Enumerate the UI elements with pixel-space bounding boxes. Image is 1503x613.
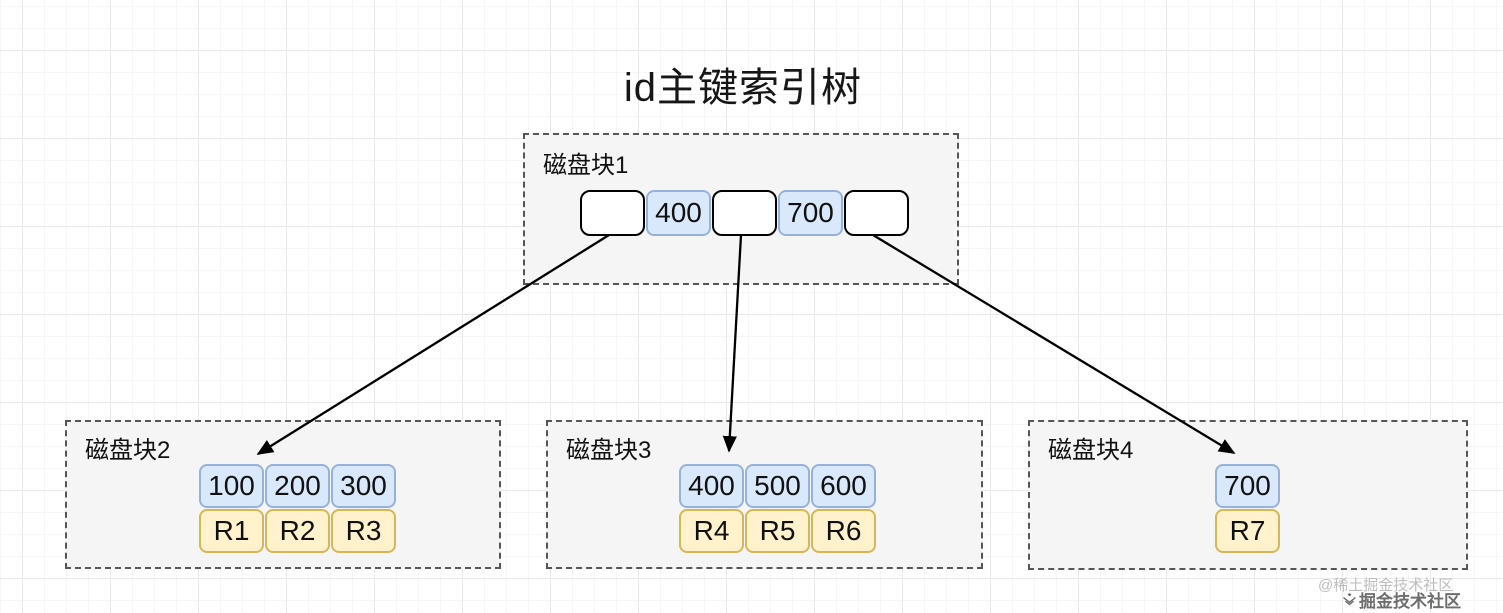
key-cell: 300 xyxy=(331,464,396,508)
disk-block-4-label: 磁盘块4 xyxy=(1048,437,1134,464)
record-cell: R2 xyxy=(265,509,330,553)
root-cells-row: 400 700 xyxy=(580,190,909,236)
pointer-cell xyxy=(712,190,777,236)
record-cell: R7 xyxy=(1215,509,1280,553)
keys-row: 700 xyxy=(1215,464,1280,508)
disk-block-1-label: 磁盘块1 xyxy=(543,152,629,179)
watermark-logo-line: 掘金技术社区 xyxy=(1342,587,1461,612)
disk-block-1: 磁盘块1 400 700 xyxy=(523,133,959,285)
disk-block-2-label: 磁盘块2 xyxy=(85,437,171,464)
watermark-logo-text: 掘金技术社区 xyxy=(1359,592,1461,611)
watermark-text: @稀土掘金技术社区 xyxy=(1318,577,1454,594)
record-cell: R3 xyxy=(331,509,396,553)
pointer-cell xyxy=(844,190,909,236)
disk-block-4: 磁盘块4 700 R7 xyxy=(1028,420,1468,570)
disk-block-4-cells: 700 R7 xyxy=(1215,464,1280,553)
record-cell: R4 xyxy=(679,509,744,553)
record-cell: R6 xyxy=(811,509,876,553)
key-cell: 100 xyxy=(199,464,264,508)
record-cell: R1 xyxy=(199,509,264,553)
key-cell: 400 xyxy=(646,190,711,236)
key-cell: 700 xyxy=(778,190,843,236)
key-cell: 700 xyxy=(1215,464,1280,508)
key-cell: 600 xyxy=(811,464,876,508)
key-cell: 500 xyxy=(745,464,810,508)
key-cell: 200 xyxy=(265,464,330,508)
records-row: R7 xyxy=(1215,509,1280,553)
key-cell: 400 xyxy=(679,464,744,508)
disk-block-3-label: 磁盘块3 xyxy=(566,437,652,464)
pointer-cell xyxy=(580,190,645,236)
juejin-logo-icon xyxy=(1342,592,1357,607)
record-cell: R5 xyxy=(745,509,810,553)
diagram-title: id主键索引树 xyxy=(623,66,863,110)
